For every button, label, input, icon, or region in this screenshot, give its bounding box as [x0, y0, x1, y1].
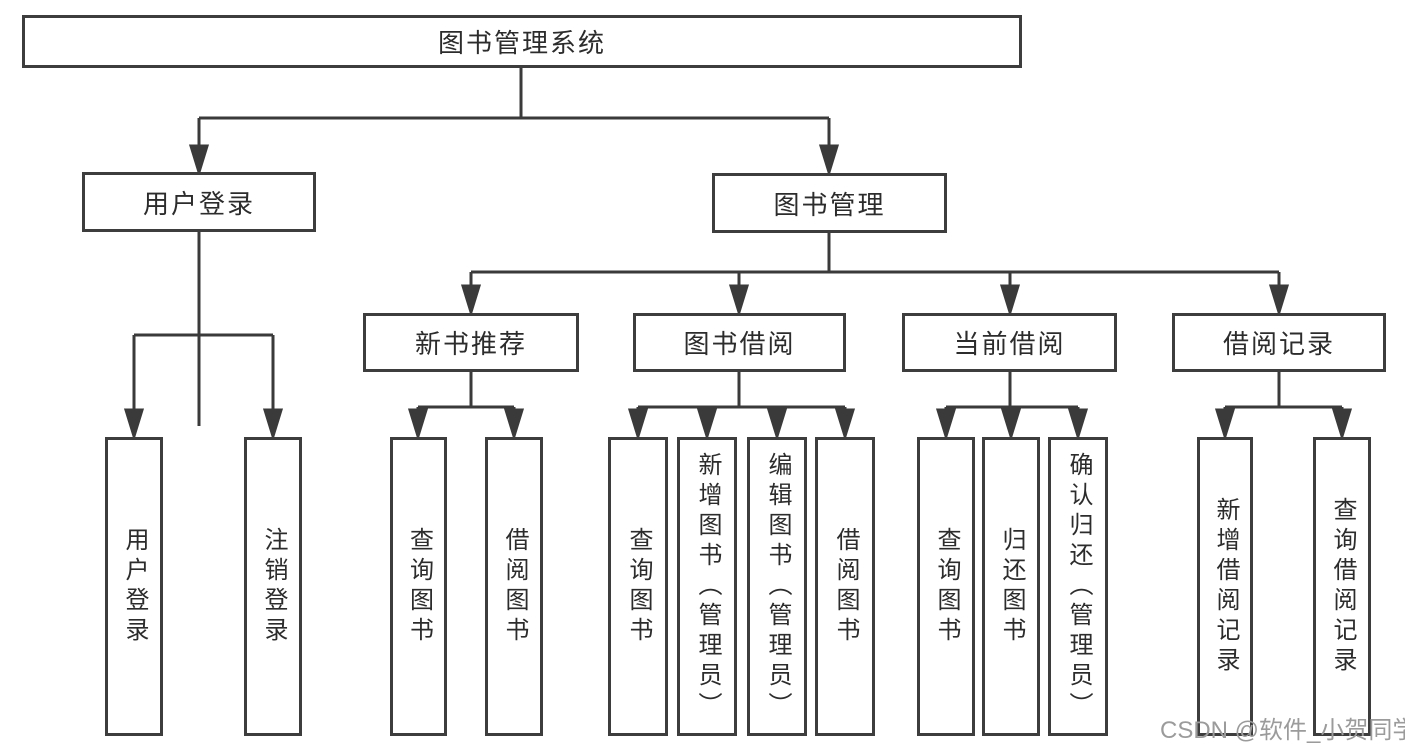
arrowhead — [818, 144, 840, 178]
leaf-query-books-borrow: 查询图书 — [608, 437, 668, 736]
arrowhead — [460, 284, 482, 318]
connector-new-book — [416, 372, 516, 426]
arrowhead — [766, 408, 788, 442]
connector-borrow-records — [1223, 372, 1344, 426]
leaf-logout: 注销登录 — [244, 437, 302, 736]
arrowhead — [407, 408, 429, 442]
arrowhead — [627, 408, 649, 442]
node-borrow-records: 借阅记录 — [1172, 313, 1386, 372]
leaf-query-borrow-record: 查询借阅记录 — [1313, 437, 1371, 736]
arrowhead — [1268, 284, 1290, 318]
connector-user-login — [132, 232, 275, 426]
arrowhead — [999, 284, 1021, 318]
arrowhead — [503, 408, 525, 442]
leaf-query-books-current: 查询图书 — [917, 437, 975, 736]
arrowhead — [834, 408, 856, 442]
leaf-borrow-books-recommend: 借阅图书 — [485, 437, 543, 736]
node-user-login: 用户登录 — [82, 172, 316, 232]
leaf-borrow-books: 借阅图书 — [815, 437, 875, 736]
leaf-edit-book-admin: 编辑图书（管理员） — [747, 437, 807, 736]
arrowhead — [935, 408, 957, 442]
arrowhead — [1214, 408, 1236, 442]
connector-book-borrow — [636, 372, 847, 426]
leaf-add-borrow-record: 新增借阅记录 — [1197, 437, 1253, 736]
arrowhead — [262, 408, 284, 442]
node-root: 图书管理系统 — [22, 15, 1022, 68]
leaf-add-book-admin: 新增图书（管理员） — [677, 437, 737, 736]
arrowhead — [1000, 408, 1022, 442]
arrowhead — [123, 408, 145, 442]
node-new-book-recommend: 新书推荐 — [363, 313, 579, 372]
arrowhead — [1331, 408, 1353, 442]
arrowhead — [696, 408, 718, 442]
arrowhead — [188, 144, 210, 178]
leaf-return-book: 归还图书 — [982, 437, 1040, 736]
leaf-confirm-return-admin: 确认归还（管理员） — [1048, 437, 1108, 736]
arrowhead — [728, 284, 750, 318]
connector-root — [197, 68, 831, 426]
arrowhead — [1067, 408, 1089, 442]
node-current-borrow: 当前借阅 — [902, 313, 1117, 372]
leaf-user-login: 用户登录 — [105, 437, 163, 736]
csdn-watermark: CSDN @软件_小贺同学 — [1160, 717, 1405, 744]
leaf-query-books-recommend: 查询图书 — [390, 437, 447, 736]
node-book-management: 图书管理 — [712, 173, 947, 233]
connector-book-management — [469, 233, 1281, 302]
node-book-borrow: 图书借阅 — [633, 313, 846, 372]
